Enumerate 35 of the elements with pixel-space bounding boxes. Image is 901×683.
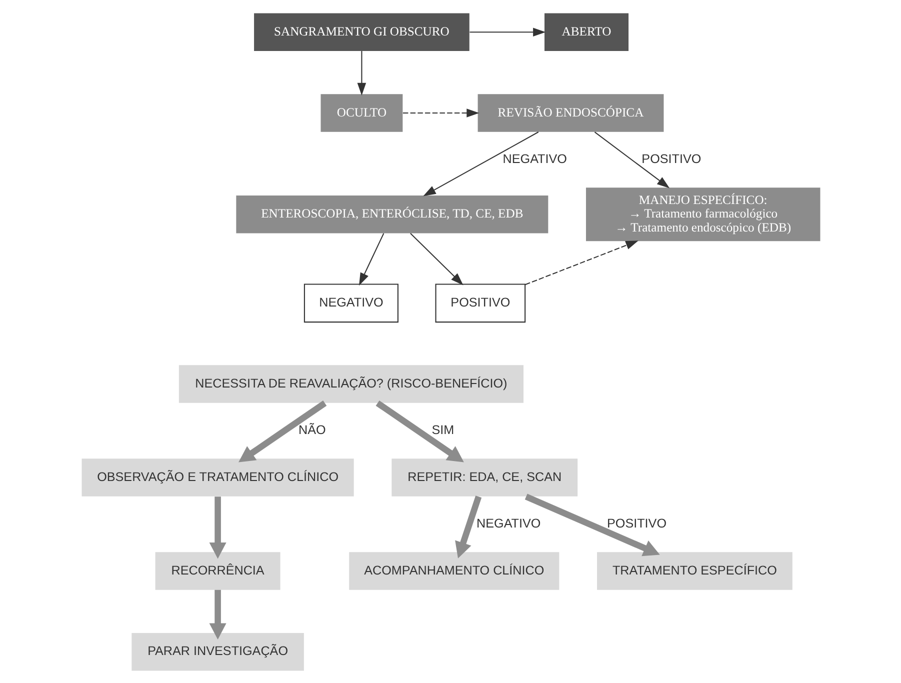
arrow <box>410 232 463 285</box>
arrow <box>356 50 366 95</box>
edge-label: POSITIVO <box>606 516 666 530</box>
arrow <box>454 495 482 558</box>
arrow <box>375 400 464 462</box>
node-box: ABERTO <box>544 12 628 51</box>
edge-label: SIM <box>431 422 454 437</box>
edge-label: NEGATIVO <box>476 516 540 530</box>
node-box: POSITIVO <box>434 283 526 322</box>
node-box: ENTEROSCOPIA, ENTERÓCLISE, TD, CE, EDB <box>236 194 548 233</box>
arrow <box>402 108 479 117</box>
node-box: RECORRÊNCIA <box>154 552 280 590</box>
edge-label: NEGATIVO <box>502 152 566 166</box>
arrow <box>358 232 384 286</box>
arrow <box>469 27 546 36</box>
arrow <box>208 496 226 558</box>
node-box: REVISÃO ENDOSCÓPICA <box>477 94 664 132</box>
node-box: NECESSITA DE REAVALIAÇÃO? (RISCO-BENEFÍCIO) <box>178 364 523 402</box>
node-box: TRATAMENTO ESPECÍFICO <box>596 552 792 590</box>
edge-label: POSITIVO <box>641 152 701 166</box>
arrow <box>524 240 638 285</box>
node-box: SANGRAMENTO GI OBSCURO <box>254 12 469 51</box>
arrow <box>238 400 326 462</box>
node-box: ACOMPANHAMENTO CLÍNICO <box>348 552 559 590</box>
arrow <box>524 493 660 556</box>
node-box: MANEJO ESPECÍFICO: → Tratamento farmacológico → Tratamento endoscópico (EDB) <box>585 187 820 241</box>
arrow <box>594 131 670 188</box>
node-box: OCULTO <box>320 94 402 132</box>
node-box: OBSERVAÇÃO E TRATAMENTO CLÍNICO <box>81 458 354 496</box>
edge-label: NÃO <box>298 422 326 437</box>
node-box: PARAR INVESTIGAÇÃO <box>131 632 304 670</box>
arrow <box>208 589 226 640</box>
arrow <box>422 131 538 196</box>
node-box: REPETIR: EDA, CE, SCAN <box>391 458 578 496</box>
node-box: NEGATIVO <box>303 283 398 322</box>
